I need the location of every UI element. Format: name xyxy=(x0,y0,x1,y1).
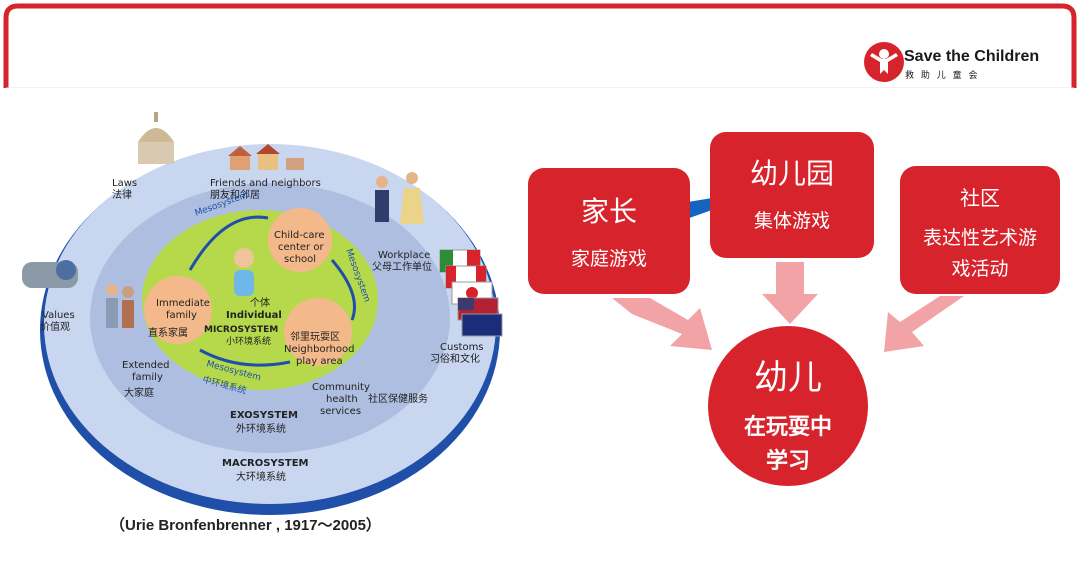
label-individual-cn: 个体 xyxy=(250,297,270,309)
logo-name: Save the Children xyxy=(904,48,1040,65)
capitol-icon xyxy=(138,112,174,164)
label-values-cn: 价值观 xyxy=(40,320,70,333)
mesosystem-arrow-bottom xyxy=(199,348,291,367)
arrow-community-to-child xyxy=(884,296,964,352)
label-neighborhood-1: Neighborhood xyxy=(284,344,354,355)
label-exosystem: EXOSYSTEM xyxy=(230,410,298,421)
mesosystem-arrow-right xyxy=(330,259,356,321)
workplace-icon xyxy=(375,172,424,224)
label-individual: Individual xyxy=(226,310,282,321)
label-childcare-2: center or xyxy=(278,242,324,253)
child-circle: 幼儿 在玩耍中 学习 xyxy=(708,326,868,486)
community-box: 社区 表达性艺术游 戏活动 xyxy=(900,166,1060,294)
label-microsystem-cn: 小环境系统 xyxy=(226,335,271,347)
label-immediate-1: Immediate xyxy=(156,298,210,309)
label-extended-2: family xyxy=(132,372,163,383)
label-workplace: Workplace xyxy=(378,250,430,261)
parents-box: 家长 家庭游戏 xyxy=(528,168,690,294)
kindergarten-title: 幼儿园 xyxy=(749,157,834,190)
label-extended-1: Extended xyxy=(122,360,170,371)
label-health-cn: 社区保健服务 xyxy=(368,392,428,405)
parents-subtitle: 家庭游戏 xyxy=(570,248,647,270)
save-the-children-logo xyxy=(864,42,904,82)
label-values: Values xyxy=(42,310,75,321)
community-subtitle-1: 表达性艺术游 xyxy=(922,227,1037,249)
houses-icon xyxy=(228,144,304,170)
immediate-family-circle xyxy=(144,276,212,344)
label-laws-cn: 法律 xyxy=(112,188,132,201)
label-neighborhood-2: play area xyxy=(296,356,343,367)
label-customs-cn: 习俗和文化 xyxy=(430,352,480,365)
community-title: 社区 xyxy=(960,186,1000,210)
child-title: 幼儿 xyxy=(754,358,822,398)
label-macrosystem-cn: 大环境系统 xyxy=(236,470,286,483)
child-subtitle-2: 学习 xyxy=(765,449,810,474)
label-microsystem: MICROSYSTEM xyxy=(204,325,278,335)
label-friends-cn: 朋友和邻居 xyxy=(210,188,260,201)
label-macrosystem: MACROSYSTEM xyxy=(222,458,309,469)
label-exosystem-cn: 外环境系统 xyxy=(236,422,286,435)
label-extended-cn: 大家庭 xyxy=(124,386,154,399)
label-workplace-cn: 父母工作单位 xyxy=(372,260,432,273)
handshake-icon xyxy=(22,260,78,288)
ecological-systems-diagram: Laws 法律 Friends and neighbors 朋友和邻居 Work… xyxy=(22,112,503,515)
logo-subtitle: 救 助 儿 童 会 xyxy=(905,71,980,81)
kindergarten-subtitle: 集体游戏 xyxy=(753,210,830,232)
neighborhood-circle xyxy=(284,298,352,366)
community-subtitle-2: 戏活动 xyxy=(951,258,1009,280)
label-laws: Laws xyxy=(112,178,137,189)
label-immediate-cn: 直系家属 xyxy=(148,326,188,339)
flags-icon xyxy=(439,249,503,337)
label-customs: Customs xyxy=(440,342,484,353)
child-subtitle-1: 在玩耍中 xyxy=(743,415,832,440)
label-immediate-2: family xyxy=(166,310,197,321)
label-childcare-3: school xyxy=(284,254,316,265)
label-health-1: Community xyxy=(312,382,370,393)
extended-family-icon xyxy=(106,284,134,328)
arrow-kindergarten-to-child xyxy=(762,262,818,324)
label-health-2: health xyxy=(326,394,358,405)
child-icon xyxy=(234,248,254,296)
parents-title: 家长 xyxy=(580,195,637,228)
childcare-circle xyxy=(268,208,332,272)
label-neighborhood-cn: 邻里玩耍区 xyxy=(290,330,340,343)
kindergarten-box: 幼儿园 集体游戏 xyxy=(710,132,874,258)
arrow-parents-to-child xyxy=(612,298,712,350)
label-friends: Friends and neighbors xyxy=(210,178,321,189)
citation-caption: （Urie Bronfenbrenner , 1917～2005） xyxy=(110,517,381,534)
label-childcare-1: Child-care xyxy=(274,230,325,241)
mesosystem-arrow-top xyxy=(188,215,269,271)
header-band xyxy=(3,3,1077,88)
label-health-3: services xyxy=(320,406,361,417)
